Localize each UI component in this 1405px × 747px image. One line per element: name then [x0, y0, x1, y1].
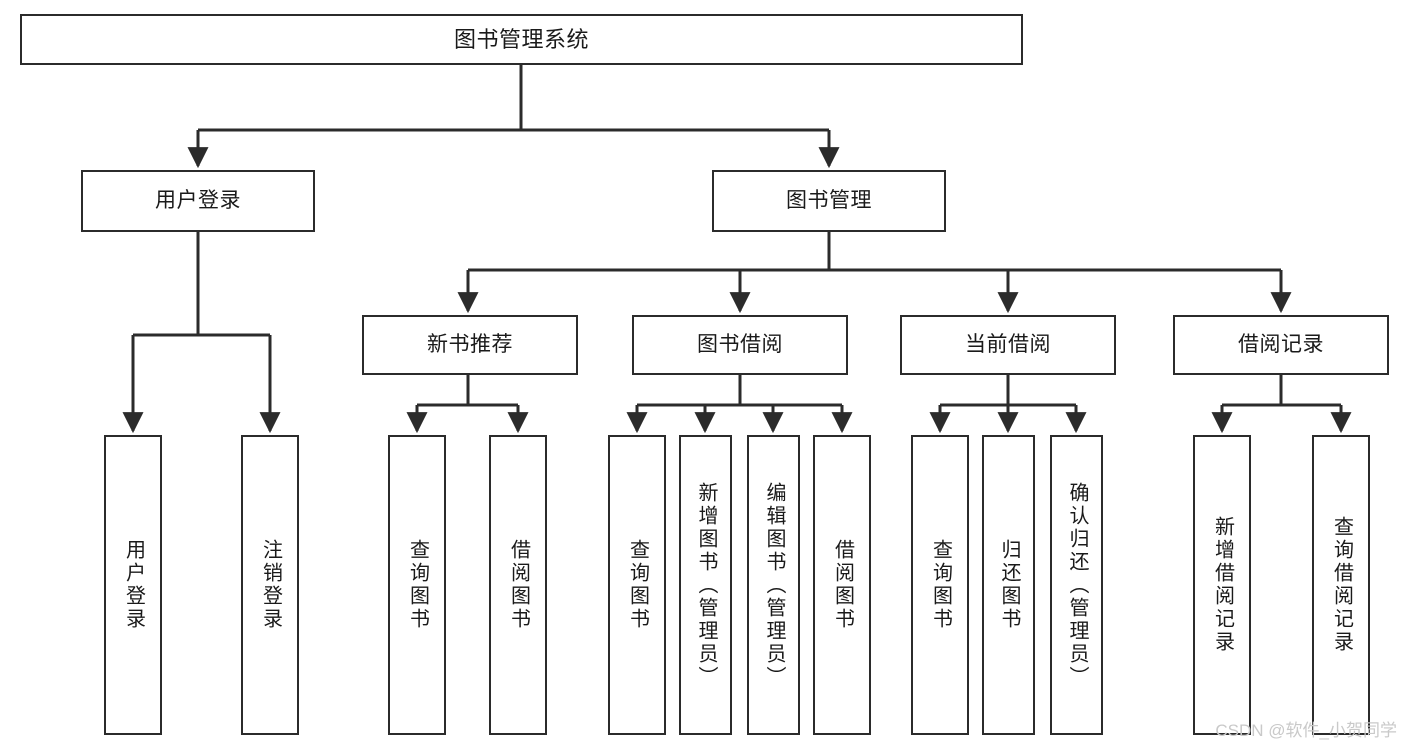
node-new-book-recommend-label: 新书推荐	[427, 332, 513, 356]
node-book-management-label: 图书管理	[786, 188, 872, 212]
node-leaf-add-book-label: 新增图书（管理员）	[695, 481, 717, 689]
node-leaf-confirm-return-label: 确认归还（管理员）	[1066, 481, 1088, 689]
node-user-login-label: 用户登录	[155, 188, 241, 212]
node-book-management[interactable]: 图书管理	[712, 170, 946, 232]
node-leaf-logout[interactable]: 注销登录	[241, 435, 299, 735]
node-current-borrow[interactable]: 当前借阅	[900, 315, 1116, 375]
node-leaf-query-book-2-label: 查询图书	[626, 539, 649, 631]
node-root-label: 图书管理系统	[453, 26, 589, 52]
node-leaf-query-book-2[interactable]: 查询图书	[608, 435, 666, 735]
node-leaf-query-record[interactable]: 查询借阅记录	[1312, 435, 1370, 735]
node-book-borrow[interactable]: 图书借阅	[632, 315, 848, 375]
node-leaf-user-login-label: 用户登录	[122, 539, 145, 631]
node-borrow-record-label: 借阅记录	[1238, 332, 1324, 356]
node-leaf-query-record-label: 查询借阅记录	[1330, 516, 1353, 654]
node-leaf-borrow-book-2[interactable]: 借阅图书	[813, 435, 871, 735]
node-current-borrow-label: 当前借阅	[965, 332, 1051, 356]
node-leaf-user-login[interactable]: 用户登录	[104, 435, 162, 735]
node-user-login[interactable]: 用户登录	[81, 170, 315, 232]
node-leaf-borrow-book-1-label: 借阅图书	[507, 539, 530, 631]
node-book-borrow-label: 图书借阅	[697, 332, 783, 356]
node-leaf-query-book-1[interactable]: 查询图书	[388, 435, 446, 735]
node-leaf-add-record-label: 新增借阅记录	[1211, 516, 1234, 654]
node-leaf-return-book-label: 归还图书	[998, 539, 1020, 631]
node-leaf-borrow-book-1[interactable]: 借阅图书	[489, 435, 547, 735]
node-leaf-return-book[interactable]: 归还图书	[982, 435, 1035, 735]
node-leaf-query-book-3-label: 查询图书	[929, 539, 952, 631]
node-root[interactable]: 图书管理系统	[20, 14, 1023, 65]
node-leaf-add-book[interactable]: 新增图书（管理员）	[679, 435, 732, 735]
node-leaf-query-book-3[interactable]: 查询图书	[911, 435, 969, 735]
node-leaf-logout-label: 注销登录	[259, 539, 282, 631]
node-leaf-edit-book-label: 编辑图书（管理员）	[763, 481, 785, 689]
watermark-text: CSDN @软件_小贺同学	[1215, 721, 1397, 740]
node-borrow-record[interactable]: 借阅记录	[1173, 315, 1389, 375]
node-leaf-query-book-1-label: 查询图书	[406, 539, 429, 631]
node-new-book-recommend[interactable]: 新书推荐	[362, 315, 578, 375]
node-leaf-borrow-book-2-label: 借阅图书	[831, 539, 854, 631]
node-leaf-confirm-return[interactable]: 确认归还（管理员）	[1050, 435, 1103, 735]
node-leaf-edit-book[interactable]: 编辑图书（管理员）	[747, 435, 800, 735]
node-leaf-add-record[interactable]: 新增借阅记录	[1193, 435, 1251, 735]
